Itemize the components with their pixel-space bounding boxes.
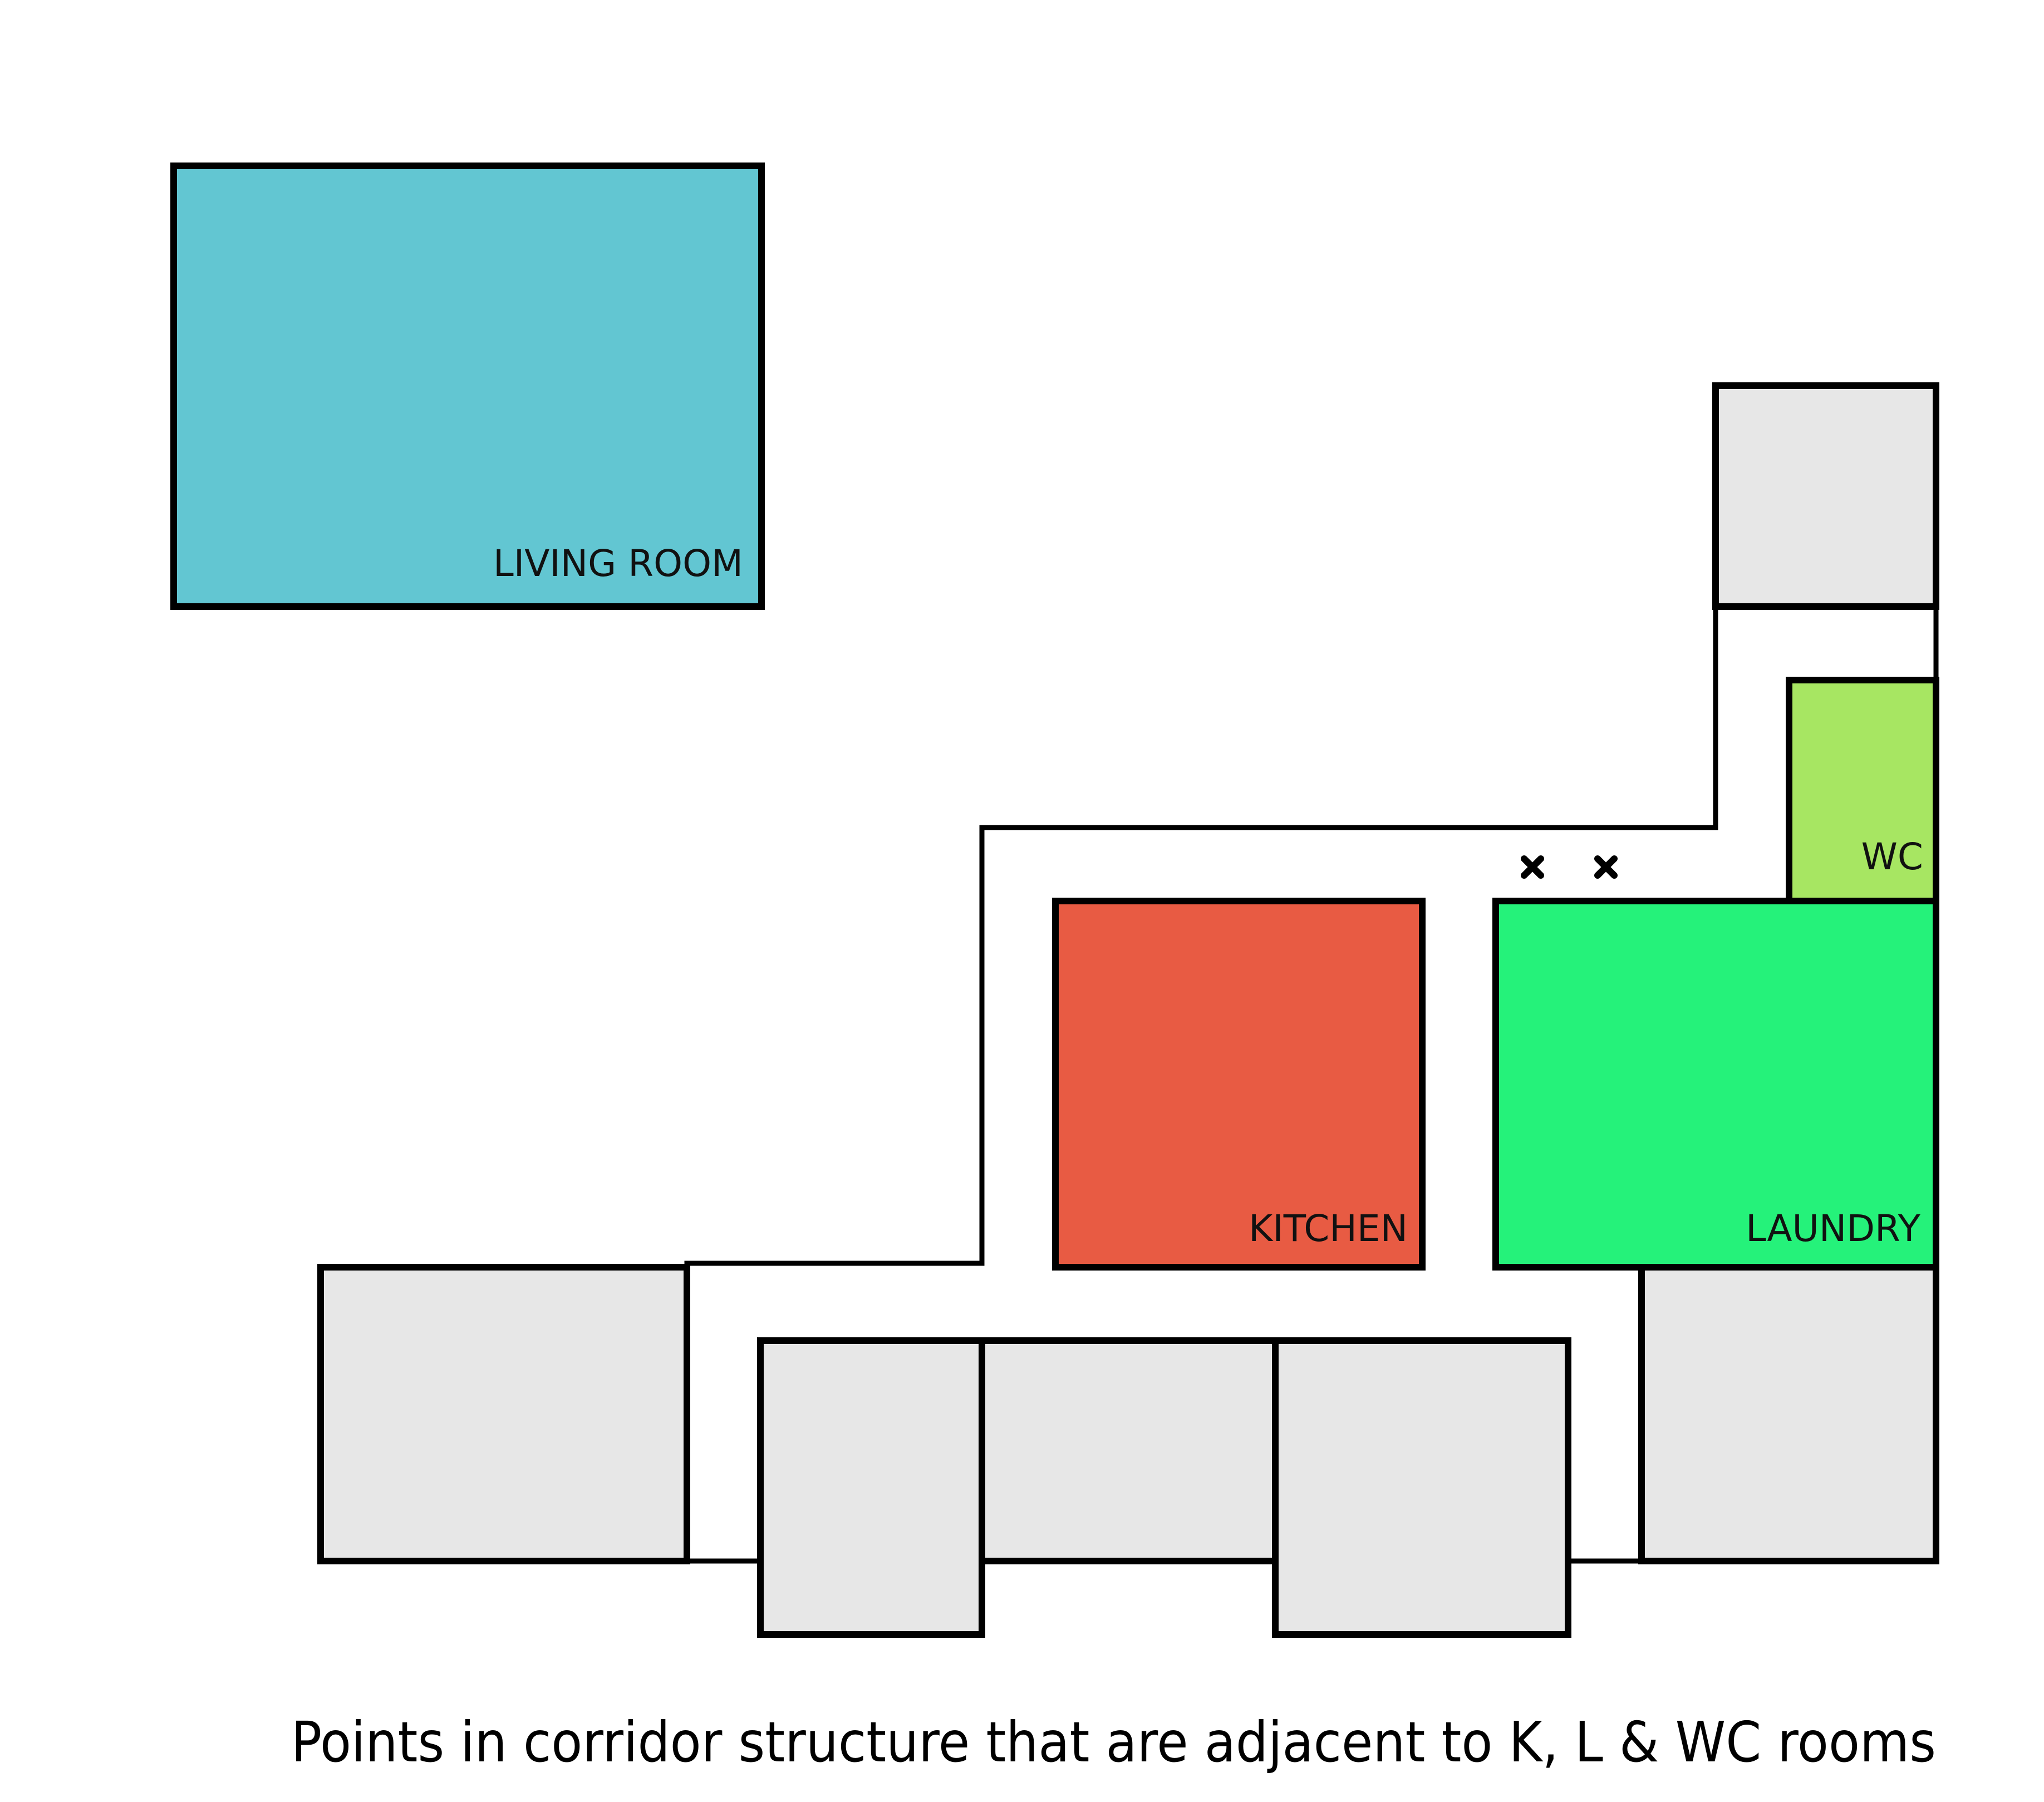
kitchen-label: KITCHEN — [1249, 1207, 1408, 1250]
wc-room — [1786, 677, 1939, 904]
adjacency-markers — [1521, 855, 1618, 879]
other-rooms — [317, 382, 1939, 1638]
room-top-right — [1712, 382, 1939, 610]
room-bottom-left — [317, 1264, 690, 1564]
room-bottom-a — [757, 1337, 985, 1638]
corridor-outer-line — [684, 604, 1718, 1266]
diagram-caption: Points in corridor structure that are ad… — [291, 1710, 1936, 1775]
wc-label: WC — [1861, 835, 1923, 878]
laundry-label: LAUNDRY — [1746, 1207, 1921, 1250]
adjacency-marker — [1594, 855, 1618, 879]
room-bottom-right — [1638, 1264, 1939, 1564]
corridor-outline — [684, 604, 1939, 1564]
colored-rooms — [170, 163, 1939, 1271]
adjacency-marker — [1521, 855, 1544, 879]
room-bottom-b — [1272, 1337, 1571, 1638]
kitchen-room — [1052, 898, 1426, 1271]
room-bottom-middle — [979, 1337, 1279, 1564]
living-room — [170, 163, 765, 610]
living-room-label: LIVING ROOM — [493, 542, 743, 585]
laundry-room — [1492, 898, 1939, 1271]
